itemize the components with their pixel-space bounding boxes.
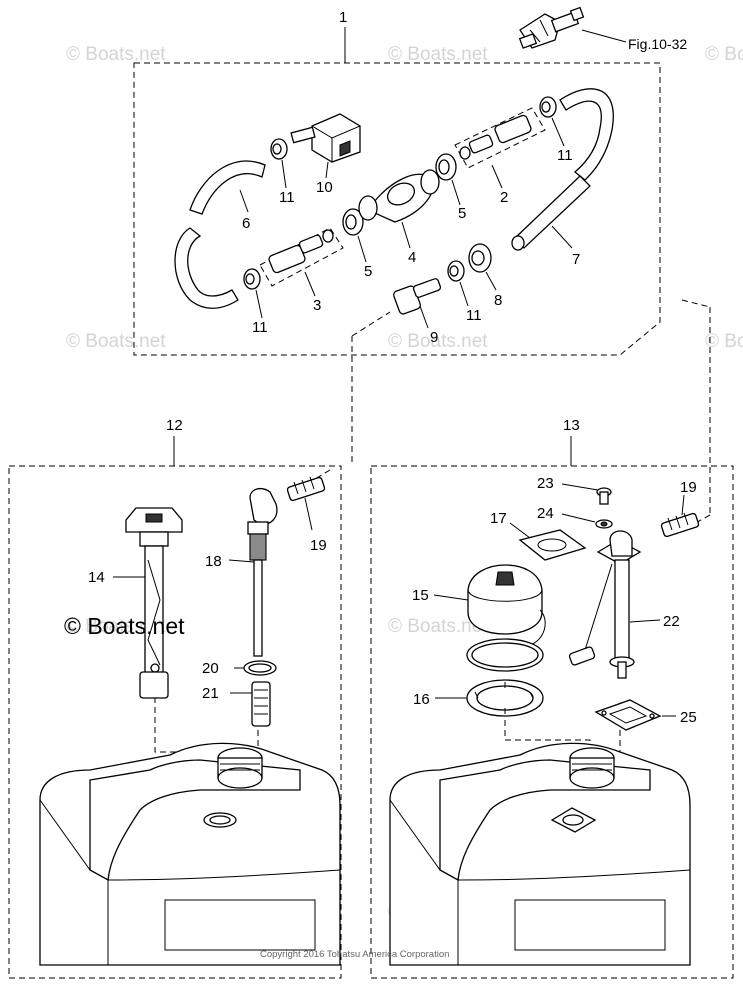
- part-10-connector: [290, 113, 361, 179]
- callout-2: 2: [500, 189, 508, 206]
- callout-17: 17: [490, 510, 507, 527]
- watermark: © Boats.net: [66, 44, 166, 65]
- callout-11b: 11: [557, 147, 573, 164]
- part-14-fuel-gauge: [113, 507, 183, 699]
- part-25-gasket: [594, 699, 676, 731]
- tank-assembly-13-box: [370, 465, 734, 979]
- callout-24: 24: [537, 505, 554, 522]
- callout-11c: 11: [252, 319, 268, 336]
- callout-12: 12: [166, 417, 183, 434]
- callout-13: 13: [563, 417, 580, 434]
- callout-22: 22: [663, 613, 680, 630]
- callout-9: 9: [430, 329, 438, 346]
- part-19-fitting-left: [286, 476, 326, 531]
- part-8-sleeve: [468, 243, 497, 291]
- part-20-o-ring: [234, 660, 277, 676]
- callout-25: 25: [680, 709, 697, 726]
- callout-15: 15: [412, 587, 429, 604]
- callout-14: 14: [88, 569, 105, 586]
- part-23-screw: [561, 483, 612, 505]
- callout-4: 4: [408, 249, 416, 266]
- part-22-gauge-sender: [568, 530, 661, 679]
- callout-23: 23: [537, 475, 554, 492]
- callout-3: 3: [313, 297, 321, 314]
- connector-dash: [299, 469, 331, 489]
- copyright-text: Copyright 2016 Tohatsu America Corporati…: [260, 949, 449, 960]
- callout-8: 8: [494, 292, 502, 309]
- callout-6: 6: [242, 215, 250, 232]
- watermark: © Boats.net: [388, 44, 488, 65]
- part-7-hose: [511, 88, 614, 251]
- callout-18: 18: [205, 553, 222, 570]
- callout-21: 21: [202, 685, 219, 702]
- callout-5b: 5: [364, 263, 372, 280]
- part-5-sleeves: [342, 153, 461, 263]
- part-2-check-valve: [454, 107, 546, 189]
- fuel-tank-12: [39, 742, 341, 966]
- part-15-fuel-cap: [433, 564, 546, 672]
- part-24-washer: [561, 513, 613, 529]
- tank-assembly-12-box: [8, 465, 342, 979]
- callout-5a: 5: [458, 205, 466, 222]
- connector-dash: [689, 514, 711, 527]
- watermark: © Boats.net: [705, 331, 743, 352]
- part-9-fitting: [393, 278, 442, 329]
- callout-19a: 19: [310, 537, 327, 554]
- fuel-connector-top: [518, 6, 627, 49]
- part-21-filter: [230, 681, 271, 727]
- fuel-tank-13: [389, 742, 691, 966]
- callout-16: 16: [413, 691, 430, 708]
- callout-11d: 11: [466, 307, 482, 324]
- figure-reference: Fig.10-32: [628, 36, 687, 52]
- leader-lines: [173, 27, 572, 466]
- watermark: © Boats.net: [388, 616, 488, 637]
- fuel-line-assembly-box: [133, 62, 661, 356]
- part-4-primer-bulb: [358, 169, 440, 249]
- callout-1: 1: [339, 9, 347, 26]
- watermark: © Boats.net: [388, 331, 488, 352]
- callout-7: 7: [572, 251, 580, 268]
- callout-10: 10: [316, 179, 333, 196]
- connector-dash: [681, 299, 711, 308]
- brand-watermark: © Boats.net: [64, 613, 185, 639]
- watermark: © Boats.net: [66, 331, 166, 352]
- callout-19b: 19: [680, 479, 697, 496]
- part-16-locking-ring: [435, 679, 544, 717]
- part-17-gasket: [509, 522, 587, 561]
- part-11-sleeves: [243, 96, 565, 319]
- callout-20: 20: [202, 660, 219, 677]
- callout-11a: 11: [279, 189, 295, 206]
- connector-dash: [351, 311, 391, 337]
- part-19-fitting-right: [660, 494, 700, 538]
- part-6-hose: [174, 160, 266, 309]
- part-18-pickup-tube: [228, 487, 278, 657]
- part-3-check-valve: [259, 227, 344, 297]
- watermark: © Boats.net: [705, 44, 743, 65]
- callout-labels: 1 2 3 4 5 5 6 7 8 9 10 11 11 11 11 12 13…: [88, 9, 697, 726]
- watermark: © Boats.net: [66, 616, 166, 637]
